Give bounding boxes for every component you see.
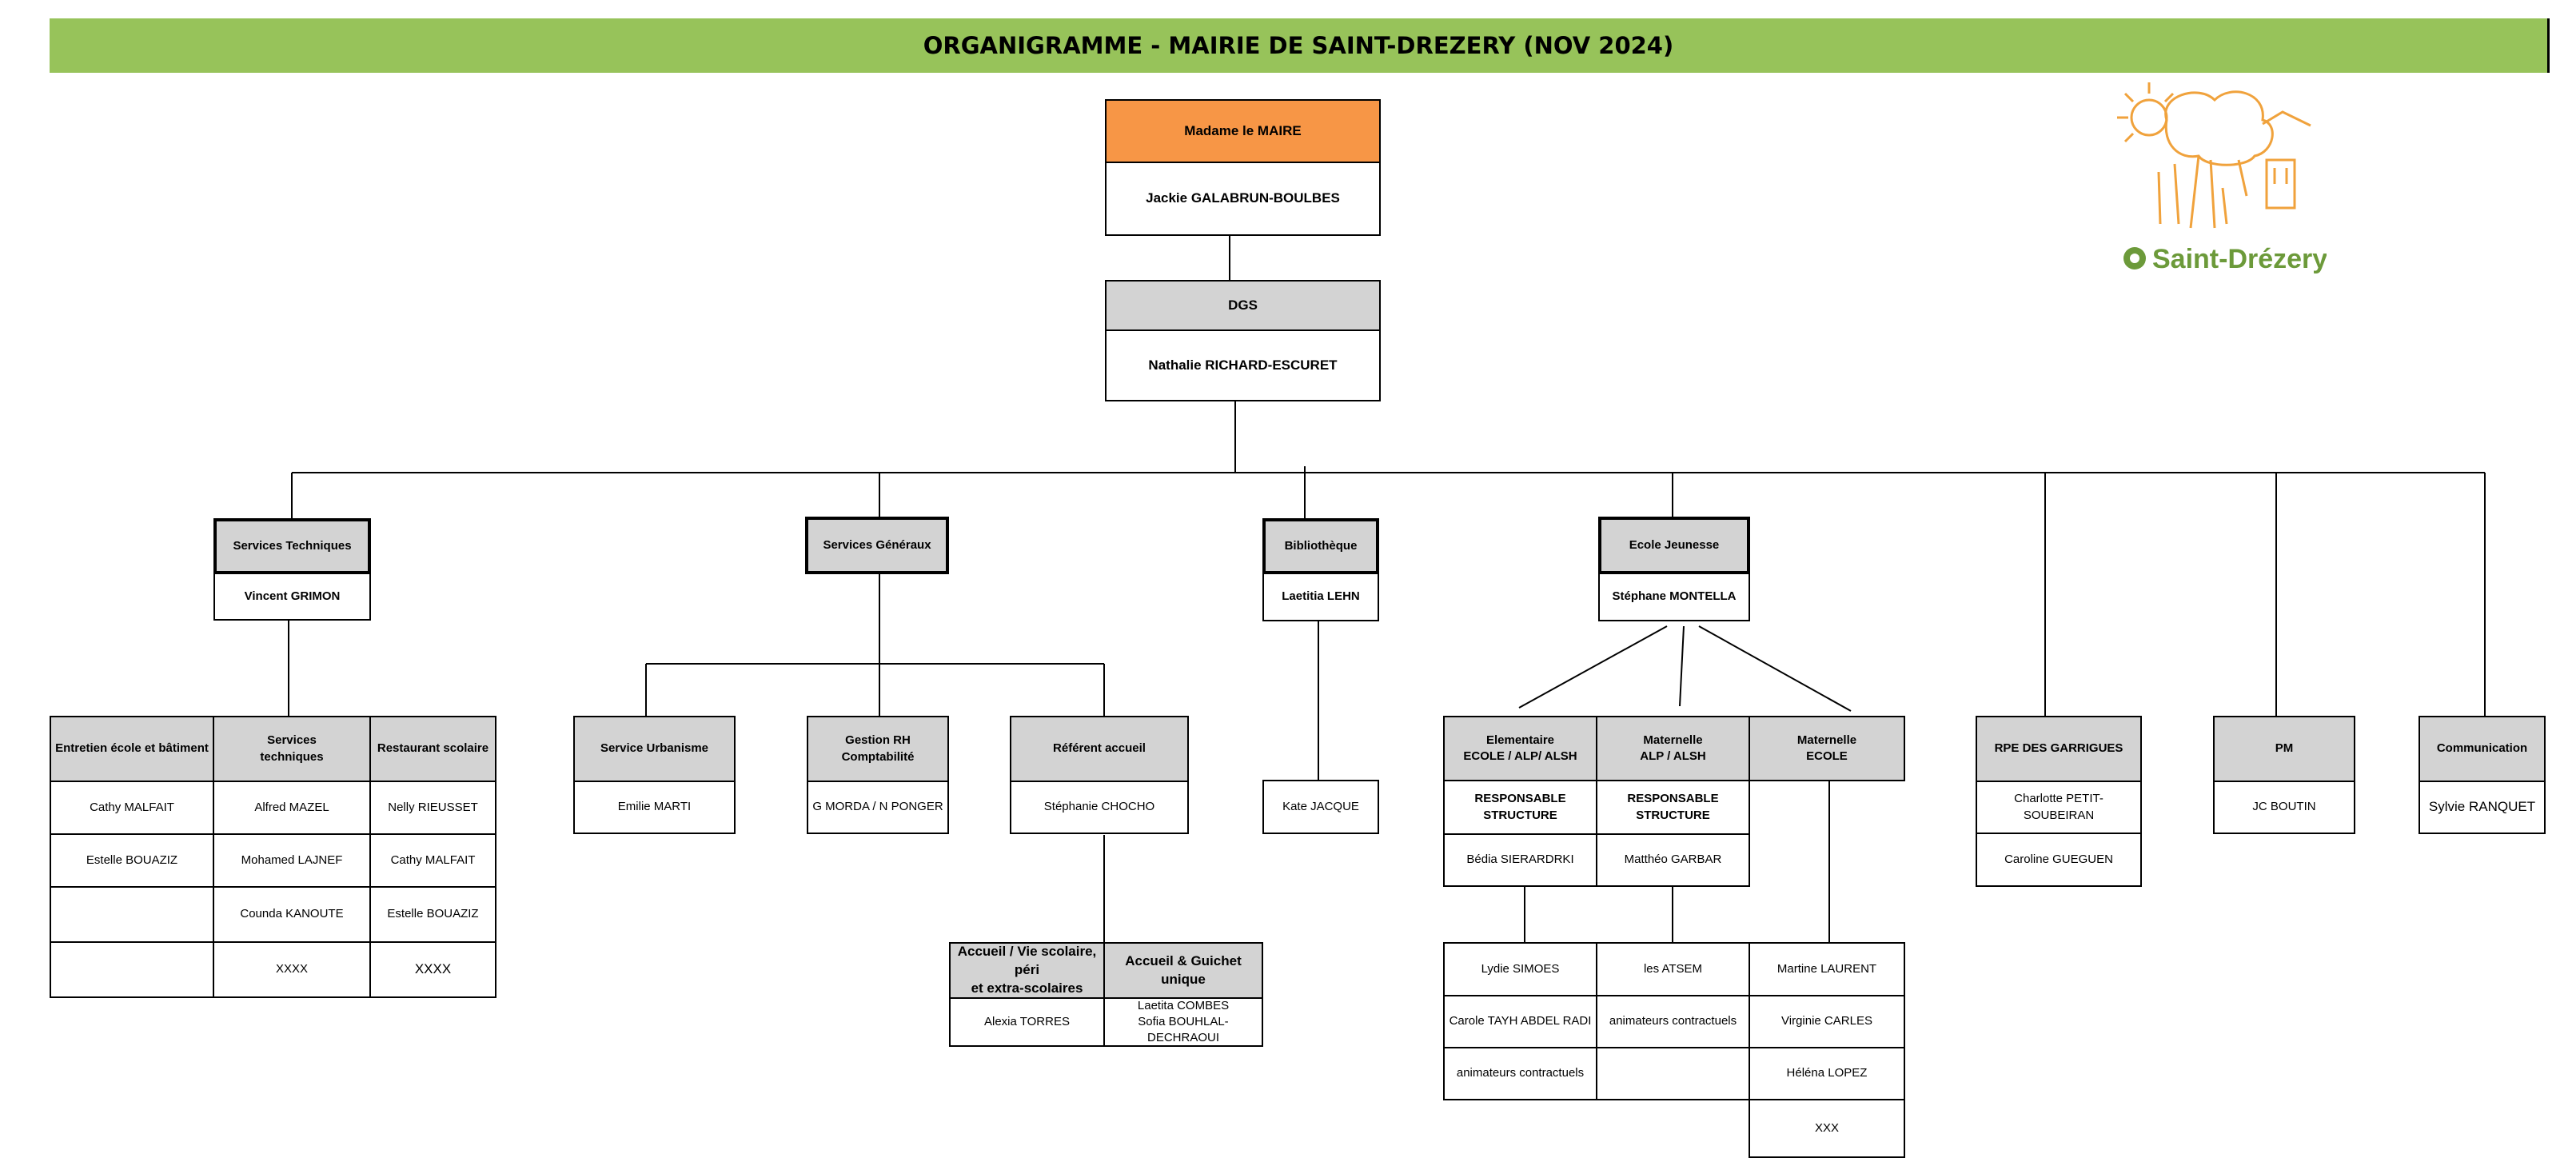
services-techniques-title: Services Techniques xyxy=(213,518,371,574)
elementaire-header: Elementaire ECOLE / ALP/ ALSH xyxy=(1443,716,1597,781)
logo-text: Saint-Drézery xyxy=(2152,244,2327,274)
pm-member: JC BOUTIN xyxy=(2213,781,2355,834)
st-restaurant-member: Cathy MALFAIT xyxy=(369,833,496,888)
accueil-vie-scolaire-member: Alexia TORRES xyxy=(949,997,1105,1047)
st-restaurant-member: Nelly RIEUSSET xyxy=(369,781,496,835)
mayor-name: Jackie GALABRUN-BOULBES xyxy=(1105,162,1381,236)
st-services-member: Counda KANOUTE xyxy=(213,886,371,943)
line-ej-elem xyxy=(1518,625,1668,709)
pm-title: PM xyxy=(2213,716,2355,782)
elementaire-member: Lydie SIMOES xyxy=(1443,942,1597,996)
elementaire-member: animateurs contractuels xyxy=(1443,1047,1597,1100)
maternelle-alp-role: RESPONSABLE STRUCTURE xyxy=(1596,780,1750,835)
accueil-guichet-header: Accueil & Guichet unique xyxy=(1103,942,1263,999)
mayor-title: Madame le MAIRE xyxy=(1105,99,1381,163)
bibliotheque-head: Laetitia LEHN xyxy=(1262,573,1379,621)
maternelle-alp-member xyxy=(1596,1047,1750,1100)
st-entretien-member xyxy=(50,941,214,998)
st-entretien-header: Entretien école et bâtiment xyxy=(50,716,214,782)
st-services-member: XXXX xyxy=(213,941,371,998)
st-restaurant-member: Estelle BOUAZIZ xyxy=(369,886,496,943)
st-services-member: Mohamed LAJNEF xyxy=(213,833,371,888)
st-entretien-member xyxy=(50,886,214,943)
rpe-title: RPE DES GARRIGUES xyxy=(1976,716,2142,782)
sg-referent-header: Référent accueil xyxy=(1010,716,1189,782)
page-title: ORGANIGRAMME - MAIRIE DE SAINT-DREZERY (… xyxy=(923,32,1674,59)
sg-rh-header: Gestion RH Comptabilité xyxy=(807,716,949,782)
dgs-title: DGS xyxy=(1105,280,1381,331)
title-bar: ORGANIGRAMME - MAIRIE DE SAINT-DREZERY (… xyxy=(50,18,2550,73)
accueil-vie-scolaire-header: Accueil / Vie scolaire, péri et extra-sc… xyxy=(949,942,1105,999)
st-entretien-member: Estelle BOUAZIZ xyxy=(50,833,214,888)
maternelle-alp-member: animateurs contractuels xyxy=(1596,995,1750,1048)
ecole-jeunesse-head: Stéphane MONTELLA xyxy=(1598,573,1750,621)
communication-title: Communication xyxy=(2418,716,2546,782)
maternelle-ecole-member: Virginie CARLES xyxy=(1749,995,1905,1048)
maternelle-ecole-member: XXX xyxy=(1749,1099,1905,1158)
services-generaux-title: Services Généraux xyxy=(805,517,949,574)
line-ej-matecole xyxy=(1698,625,1852,712)
saint-drezery-logo: Saint-Drézery xyxy=(2117,82,2327,274)
maternelle-ecole-header: Maternelle ECOLE xyxy=(1749,716,1905,781)
maternelle-ecole-member: Héléna LOPEZ xyxy=(1749,1047,1905,1100)
bibliotheque-title: Bibliothèque xyxy=(1262,518,1379,574)
sg-referent-member: Stéphanie CHOCHO xyxy=(1010,781,1189,834)
rpe-member: Charlotte PETIT-SOUBEIRAN xyxy=(1976,781,2142,834)
maternelle-alp-header: Maternelle ALP / ALSH xyxy=(1596,716,1750,781)
line-ej-mat xyxy=(1679,625,1685,707)
elementaire-member: Carole TAYH ABDEL RADI xyxy=(1443,995,1597,1048)
accueil-guichet-member: Laetita COMBES Sofia BOUHLAL-DECHRAOUI xyxy=(1103,997,1263,1047)
st-restaurant-header: Restaurant scolaire xyxy=(369,716,496,782)
sg-rh-member: G MORDA / N PONGER xyxy=(807,781,949,834)
st-services-header: Services techniques xyxy=(213,716,371,782)
st-entretien-member: Cathy MALFAIT xyxy=(50,781,214,835)
services-techniques-head: Vincent GRIMON xyxy=(213,573,371,621)
maternelle-alp-member: les ATSEM xyxy=(1596,942,1750,996)
communication-member: Sylvie RANQUET xyxy=(2418,781,2546,834)
rpe-member: Caroline GUEGUEN xyxy=(1976,833,2142,887)
maternelle-alp-head: Matthéo GARBAR xyxy=(1596,833,1750,887)
elementaire-role: RESPONSABLE STRUCTURE xyxy=(1443,780,1597,835)
st-restaurant-member: XXXX xyxy=(369,941,496,998)
sg-urbanisme-header: Service Urbanisme xyxy=(573,716,736,782)
st-services-member: Alfred MAZEL xyxy=(213,781,371,835)
sg-urbanisme-member: Emilie MARTI xyxy=(573,781,736,834)
bibliotheque-member: Kate JACQUE xyxy=(1262,780,1379,834)
elementaire-head: Bédia SIERARDRKI xyxy=(1443,833,1597,887)
dgs-name: Nathalie RICHARD-ESCURET xyxy=(1105,329,1381,401)
ecole-jeunesse-title: Ecole Jeunesse xyxy=(1598,517,1750,574)
maternelle-ecole-member: Martine LAURENT xyxy=(1749,942,1905,996)
